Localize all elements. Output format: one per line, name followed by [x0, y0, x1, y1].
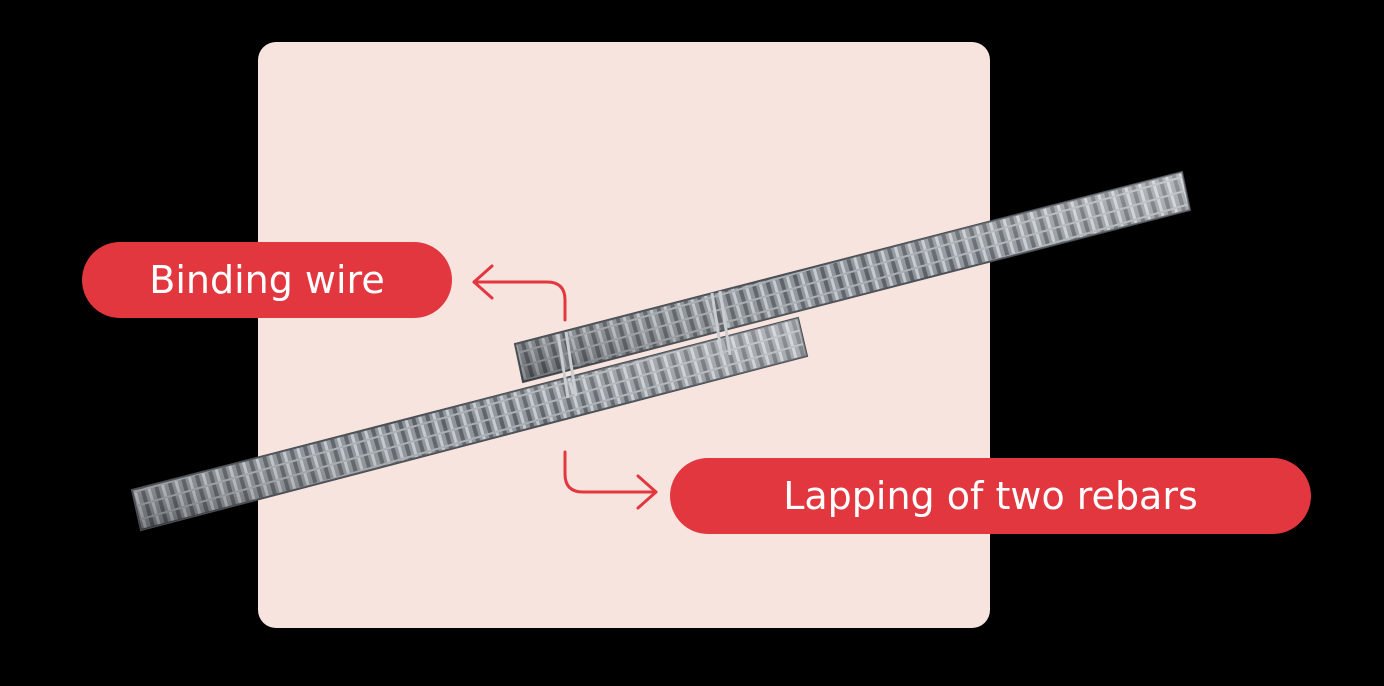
- lapping-label: Lapping of two rebars: [670, 458, 1311, 534]
- curved-arrow-icon: [563, 450, 658, 510]
- curved-arrow-icon: [472, 264, 567, 322]
- binding-wire-label: Binding wire: [82, 242, 452, 318]
- rebar-upper: [513, 170, 1192, 384]
- rebar-lower: [130, 316, 809, 532]
- binding-wire: [556, 290, 732, 399]
